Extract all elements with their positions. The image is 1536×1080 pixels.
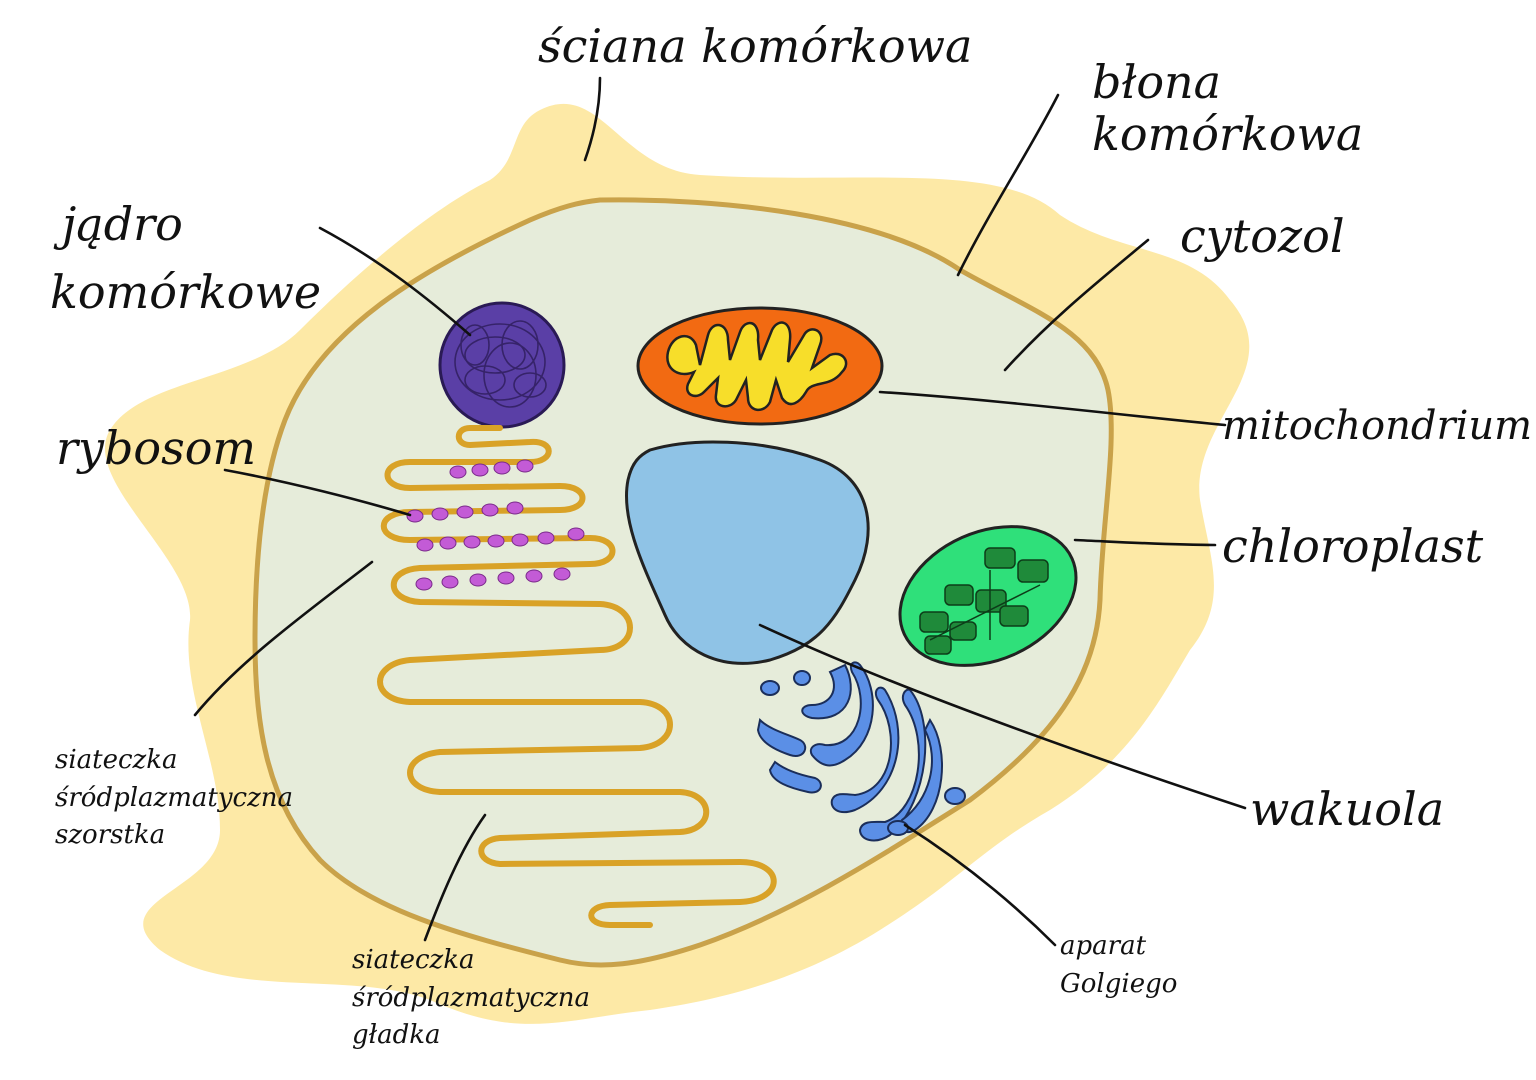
label-cell-membrane-line2: komórkowa <box>1092 110 1363 158</box>
label-smooth-er-line3: gładka <box>352 1017 590 1055</box>
nucleus <box>440 303 564 427</box>
ribosome <box>498 572 514 584</box>
ribosome <box>472 464 488 476</box>
ribosome <box>507 502 523 514</box>
label-nucleus-line1: jądro <box>62 200 321 248</box>
ribosome <box>526 570 542 582</box>
ribosome <box>457 506 473 518</box>
label-rough-er: siateczka śródplazmatyczna szorstka <box>55 742 293 855</box>
label-nucleus: jądro komórkowe <box>62 200 321 317</box>
ribosome <box>482 504 498 516</box>
label-smooth-er-line1: siateczka <box>352 942 590 980</box>
label-golgi: aparat Golgiego <box>1060 928 1177 1003</box>
label-smooth-er: siateczka śródplazmatyczna gładka <box>352 942 590 1055</box>
label-cell-membrane: błona komórkowa <box>1092 58 1363 159</box>
label-smooth-er-line2: śródplazmatyczna <box>352 980 590 1018</box>
ribosome <box>517 460 533 472</box>
label-rough-er-line3: szorstka <box>55 817 293 855</box>
ribosome <box>464 536 480 548</box>
label-chloroplast: chloroplast <box>1222 522 1483 570</box>
ribosome <box>440 537 456 549</box>
mitochondrion <box>638 308 882 424</box>
label-golgi-line1: aparat <box>1060 928 1177 966</box>
ribosome <box>450 466 466 478</box>
ribosome <box>442 576 458 588</box>
ribosome <box>494 462 510 474</box>
label-golgi-line2: Golgiego <box>1060 966 1177 1004</box>
ribosome <box>470 574 486 586</box>
label-rough-er-line1: siateczka <box>55 742 293 780</box>
ribosome <box>416 578 432 590</box>
label-cytosol: cytozol <box>1180 212 1345 260</box>
label-cell-wall: ściana komórkowa <box>538 22 972 70</box>
ribosome <box>417 539 433 551</box>
ribosome <box>554 568 570 580</box>
label-rough-er-line2: śródplazmatyczna <box>55 780 293 818</box>
label-vacuole: wakuola <box>1250 785 1444 833</box>
ribosome <box>568 528 584 540</box>
label-nucleus-line2: komórkowe <box>50 268 321 316</box>
ribosome <box>488 535 504 547</box>
label-mitochondrion: mitochondrium <box>1222 405 1532 447</box>
ribosome <box>432 508 448 520</box>
ribosome <box>538 532 554 544</box>
label-cell-membrane-line1: błona <box>1092 58 1363 106</box>
label-ribosome: rybosom <box>56 424 256 472</box>
ribosome <box>512 534 528 546</box>
